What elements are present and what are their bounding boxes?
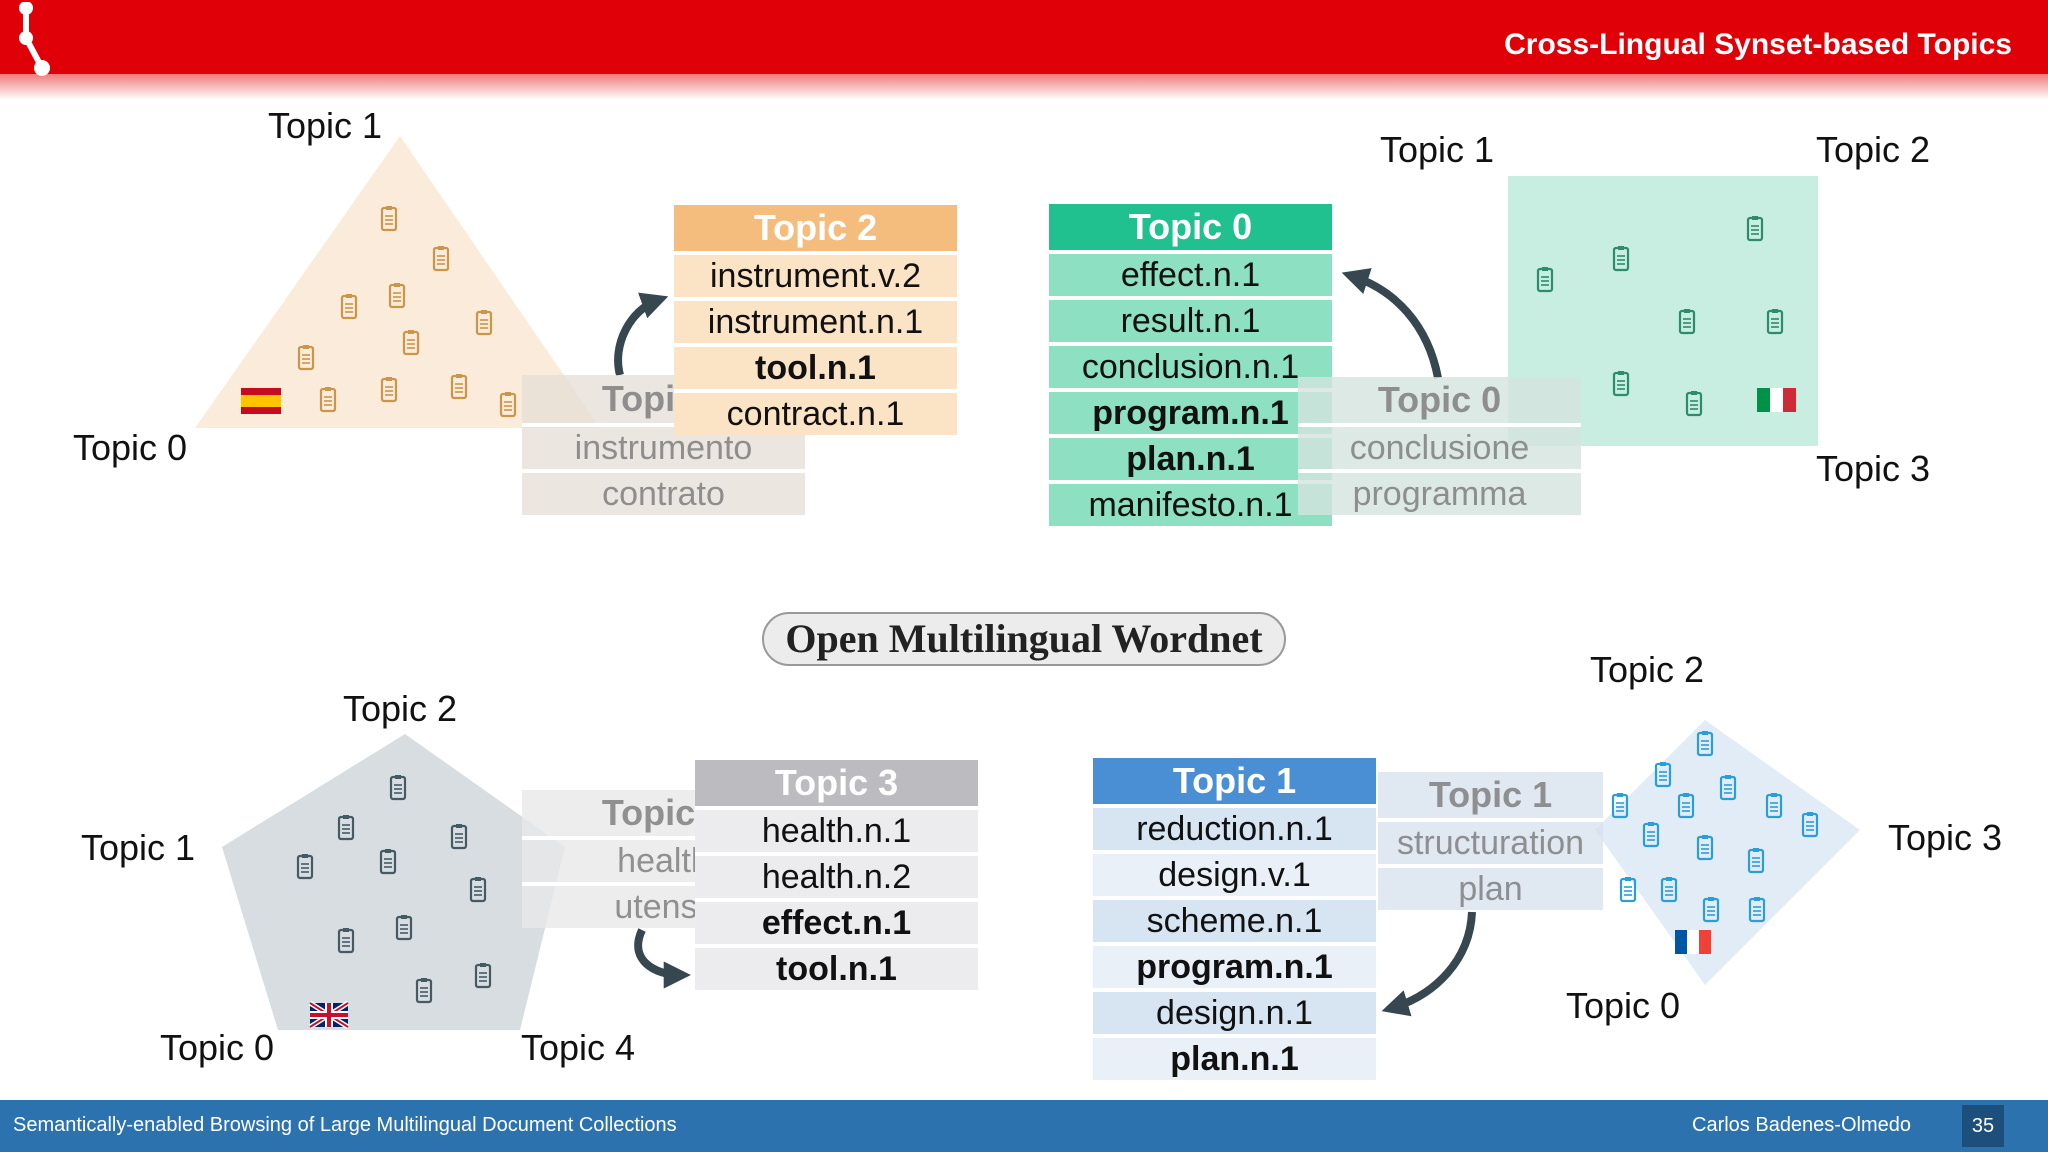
uk-flag-icon bbox=[308, 1000, 350, 1030]
french-topic-diamond bbox=[1595, 720, 1860, 985]
spanish-topic-triangle bbox=[195, 136, 600, 428]
synset-row: instrument.v.2 bbox=[674, 251, 957, 297]
ghost-table-row: instrumento bbox=[522, 423, 805, 469]
french-synset-table: Topic 1 reduction.n.1 design.v.1 scheme.… bbox=[1093, 758, 1376, 1080]
synset-row-highlighted: program.n.1 bbox=[1049, 388, 1332, 434]
logo-icon bbox=[19, 2, 50, 76]
english-vertex-label-bottomleft: Topic 0 bbox=[160, 1027, 275, 1068]
synset-row: design.n.1 bbox=[1093, 988, 1376, 1034]
arrow-english bbox=[634, 928, 691, 989]
english-vertex-label-left: Topic 1 bbox=[81, 827, 196, 868]
france-flag-icon bbox=[1675, 930, 1711, 954]
spanish-vertex-label-left: Topic 0 bbox=[73, 427, 188, 468]
french-ghost-table: Topic 1 structuration plan bbox=[1378, 772, 1603, 910]
synset-table-header: Topic 2 bbox=[674, 205, 957, 251]
page-number: 35 bbox=[1962, 1105, 2004, 1147]
italian-ghost-table: Topic 0 conclusione programma bbox=[1298, 377, 1581, 515]
footer-bar bbox=[0, 1100, 2048, 1152]
english-synset-table: Topic 3 health.n.1 health.n.2 effect.n.1… bbox=[695, 760, 978, 990]
french-vertex-label-bottom: Topic 0 bbox=[1566, 985, 1681, 1026]
synset-table-header: Topic 3 bbox=[695, 760, 978, 806]
french-vertex-label-top: Topic 2 bbox=[1590, 649, 1705, 690]
synset-row: health.n.1 bbox=[695, 806, 978, 852]
italian-vertex-label-topright: Topic 2 bbox=[1816, 129, 1931, 170]
synset-table-header: Topic 0 bbox=[1049, 204, 1332, 250]
synset-row: design.v.1 bbox=[1093, 850, 1376, 896]
english-vertex-label-bottomright: Topic 4 bbox=[521, 1027, 636, 1068]
synset-table-header: Topic 1 bbox=[1093, 758, 1376, 804]
synset-row: scheme.n.1 bbox=[1093, 896, 1376, 942]
ghost-table-header: Topic 0 bbox=[1377, 379, 1502, 420]
arrow-french bbox=[1381, 911, 1476, 1017]
english-topic-pentagon bbox=[222, 734, 565, 1030]
synset-row: result.n.1 bbox=[1049, 296, 1332, 342]
ghost-table-row: health bbox=[522, 836, 805, 882]
ghost-table-row: structuration bbox=[1378, 818, 1603, 864]
italian-vertex-label-topleft: Topic 1 bbox=[1380, 129, 1495, 170]
spanish-synset-table: Topic 2 instrument.v.2 instrument.n.1 to… bbox=[674, 205, 957, 435]
synset-row-highlighted: plan.n.1 bbox=[1049, 434, 1332, 480]
title-bar bbox=[0, 0, 2048, 74]
synset-row-highlighted: effect.n.1 bbox=[695, 898, 978, 944]
synset-row: contract.n.1 bbox=[674, 389, 957, 435]
synset-row-highlighted: tool.n.1 bbox=[695, 944, 978, 990]
synset-row: conclusion.n.1 bbox=[1049, 342, 1332, 388]
italian-vertex-label-bottomright: Topic 3 bbox=[1816, 448, 1931, 489]
footer-author: Carlos Badenes-Olmedo bbox=[1692, 1114, 1911, 1136]
synset-row-highlighted: plan.n.1 bbox=[1093, 1034, 1376, 1080]
ghost-table-row: contrato bbox=[522, 469, 805, 515]
spanish-vertex-label-top: Topic 1 bbox=[268, 105, 383, 146]
synset-row: reduction.n.1 bbox=[1093, 804, 1376, 850]
synset-row: health.n.2 bbox=[695, 852, 978, 898]
synset-row-highlighted: tool.n.1 bbox=[674, 343, 957, 389]
ghost-table-row: programma bbox=[1298, 469, 1581, 515]
synset-row: instrument.n.1 bbox=[674, 297, 957, 343]
title-bar-shadow bbox=[0, 74, 2048, 100]
arrow-spanish bbox=[614, 292, 669, 377]
open-multilingual-wordnet-label: Open Multilingual Wordnet bbox=[762, 612, 1286, 666]
italy-flag-icon bbox=[1757, 388, 1796, 412]
slide-title: Cross-Lingual Synset-based Topics bbox=[1504, 28, 2012, 61]
arrow-italian bbox=[1341, 268, 1442, 379]
ghost-table-row: plan bbox=[1378, 864, 1603, 910]
italian-synset-table: Topic 0 effect.n.1 result.n.1 conclusion… bbox=[1049, 204, 1332, 526]
synset-row-highlighted: program.n.1 bbox=[1093, 942, 1376, 988]
synset-row: effect.n.1 bbox=[1049, 250, 1332, 296]
synset-row: manifesto.n.1 bbox=[1049, 480, 1332, 526]
ghost-table-row: conclusione bbox=[1298, 423, 1581, 469]
english-vertex-label-top: Topic 2 bbox=[343, 688, 458, 729]
french-vertex-label-right: Topic 3 bbox=[1888, 817, 2003, 858]
spain-flag-icon bbox=[241, 388, 281, 414]
ghost-table-header: Topic 1 bbox=[1428, 774, 1553, 815]
footer-presentation-title: Semantically-enabled Browsing of Large M… bbox=[13, 1114, 677, 1136]
